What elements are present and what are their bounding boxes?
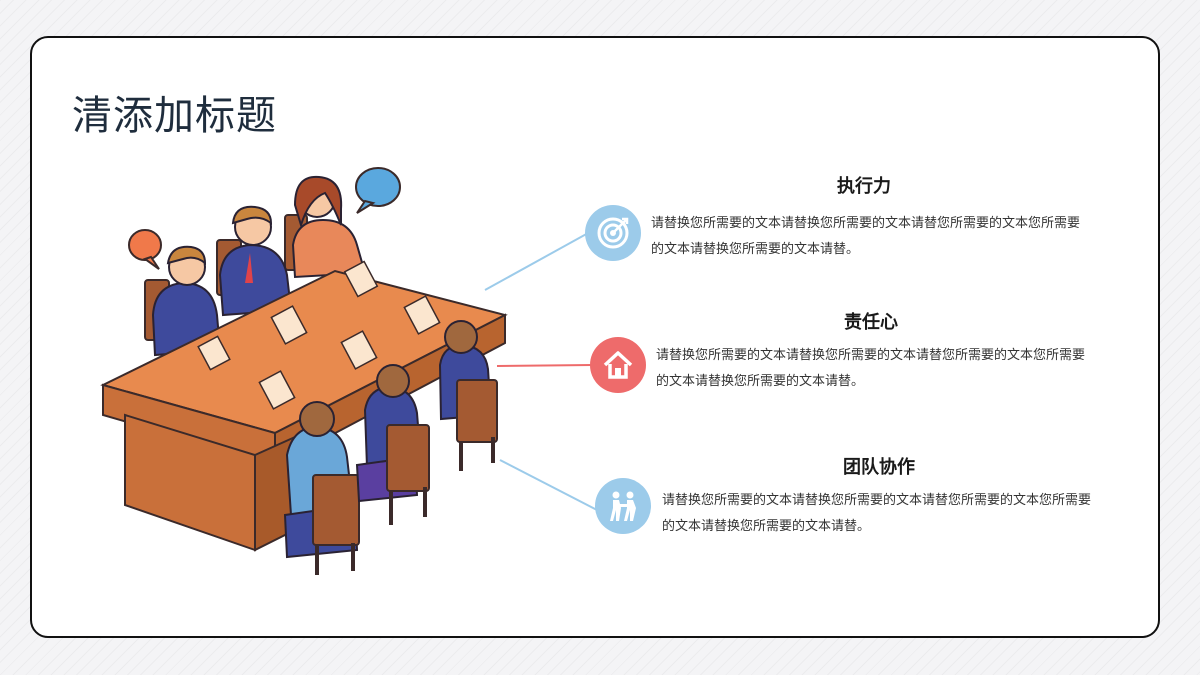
feature-heading: 执行力 — [837, 176, 891, 197]
feature-description: 请替换您所需要的文本请替换您所需要的文本请替您所需要的文本您所需要的文本请替换您… — [651, 216, 1081, 257]
person-front-left — [283, 401, 360, 575]
feature-description: 请替换您所需要的文本请替换您所需要的文本请替您所需要的文本您所需要的文本请替换您… — [662, 493, 1092, 534]
house-icon — [590, 337, 646, 393]
person-back-middle — [218, 205, 293, 317]
person-back-right — [291, 175, 367, 279]
feature-heading: 团队协作 — [843, 457, 915, 478]
person-front-middle — [355, 364, 430, 525]
speech-bubble-blue-icon — [355, 167, 401, 214]
feature-heading: 责任心 — [844, 312, 898, 333]
speech-bubble-orange-icon — [128, 229, 162, 270]
handshake-people-icon — [595, 478, 651, 534]
target-icon — [585, 205, 641, 261]
feature-description: 请替换您所需要的文本请替换您所需要的文本请替您所需要的文本您所需要的文本请替换您… — [656, 348, 1086, 389]
person-front-right — [438, 320, 498, 471]
meeting-illustration — [100, 167, 508, 575]
slide-title: 清添加标题 — [72, 93, 277, 139]
